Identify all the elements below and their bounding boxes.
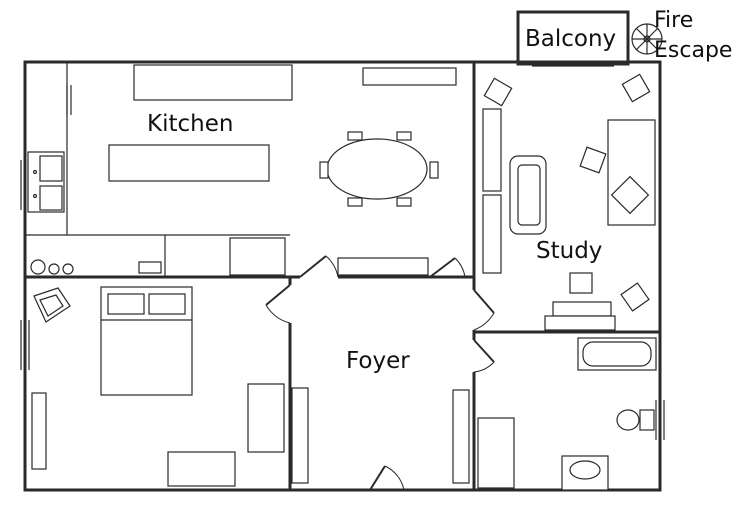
- room-label-foyer: Foyer: [346, 348, 410, 374]
- label-fire-escape-line1: Fire: [654, 8, 693, 33]
- toilet-icon: [616, 409, 655, 431]
- study-bookshelves: [482, 108, 502, 274]
- dining-table-icon: [319, 131, 439, 207]
- bath-cabinet: [477, 417, 515, 489]
- balcony: [516, 10, 630, 67]
- foyer-furniture: [291, 387, 470, 484]
- bathtub-icon: [577, 337, 657, 371]
- desk-icon: [607, 119, 656, 226]
- study-chairs: [483, 73, 651, 312]
- label-fire-escape-line2: Escape: [654, 38, 732, 63]
- study-shelf: [544, 301, 616, 331]
- room-label-balcony: Balcony: [525, 26, 616, 52]
- kitchen-sink-icon: [27, 151, 65, 213]
- bedroom-furniture: [31, 383, 285, 487]
- fire-escape-stair-icon: [631, 23, 663, 55]
- bed-icon: [100, 286, 193, 396]
- room-label-kitchen: Kitchen: [147, 111, 233, 137]
- armchair-icon: [33, 287, 71, 323]
- kitchen-counters: [25, 62, 457, 277]
- interior-walls: [25, 62, 660, 490]
- bath-sink-icon: [561, 455, 609, 491]
- doors: [265, 255, 495, 491]
- stove-icon: [30, 259, 74, 275]
- room-label-study: Study: [536, 238, 602, 264]
- sofa-icon: [509, 155, 547, 235]
